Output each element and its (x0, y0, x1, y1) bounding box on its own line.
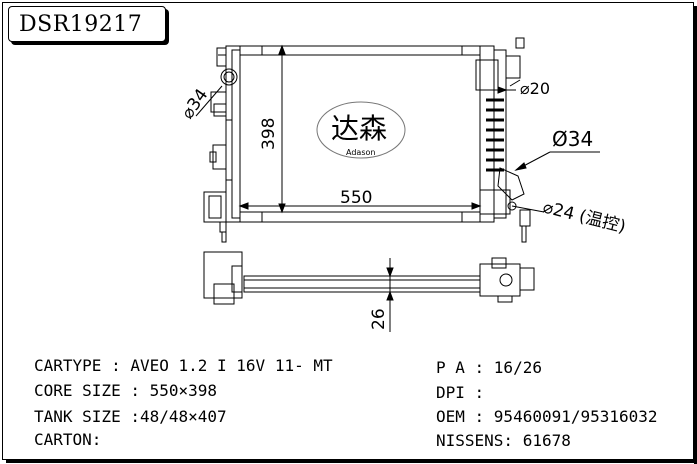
brand-logo (316, 101, 406, 159)
spec-core-size: CORE SIZE : 550×398 (34, 381, 218, 400)
dim-inlet-left: ⌀34 (178, 85, 213, 123)
brand-logo-subtext: Adason (346, 148, 375, 157)
frame-shadow-right (694, 6, 697, 464)
spec-pa: P A : 16/26 (436, 358, 542, 377)
left-inlet-pipe-icon (220, 68, 238, 86)
spec-nissens: NISSENS: 61678 (436, 431, 571, 450)
dim-core-width: 550 (340, 188, 372, 208)
right-outlet-pipe-icon (497, 167, 525, 211)
drawing-frame (2, 2, 694, 460)
spec-cartype: CARTYPE : AVEO 1.2 I 16V 11- MT (34, 356, 333, 375)
brand-logo-text: 达森 (331, 112, 387, 145)
spec-tank-size: TANK SIZE :48/48×407 (34, 407, 227, 426)
dim-thickness: 26 (369, 308, 389, 330)
dim-outlet-top: ⌀20 (520, 79, 550, 98)
dimension-lines (195, 44, 600, 332)
dim-inlet-right: Ø34 (552, 127, 593, 151)
dim-thermo: ⌀24 (温控) (541, 197, 628, 237)
spec-carton: CARTON: (34, 430, 102, 449)
spec-dpi: DPI : (436, 383, 485, 402)
left-tank (203, 45, 241, 243)
dim-core-height: 398 (259, 118, 279, 150)
product-code-tab: DSR19217 (8, 6, 166, 42)
right-tank-fins (486, 98, 504, 172)
product-code: DSR19217 (19, 12, 143, 37)
radiator-top-view (203, 251, 535, 305)
frame-shadow-bottom (6, 460, 697, 463)
spec-oem: OEM : 95460091/95316032 (436, 407, 658, 426)
